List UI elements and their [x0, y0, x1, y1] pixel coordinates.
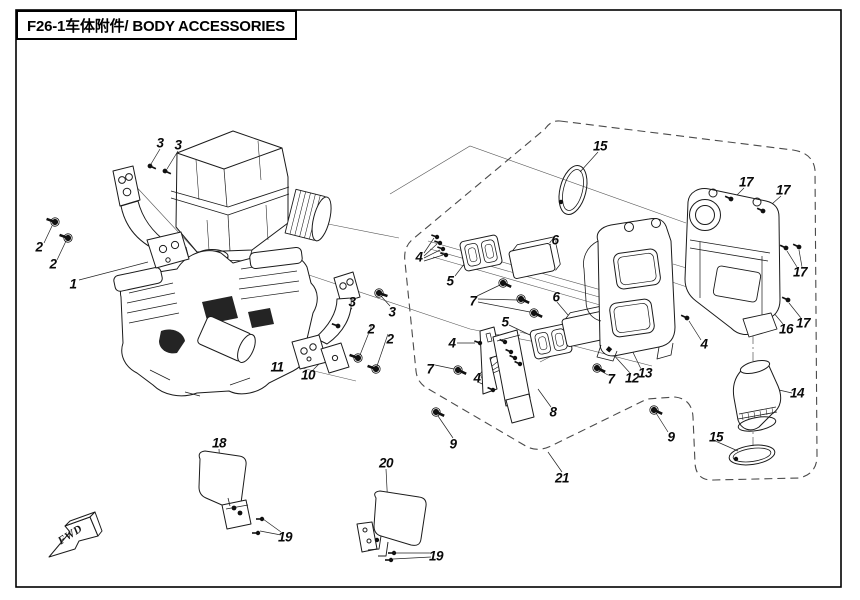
part-label-7: 7 [426, 361, 434, 377]
part-label-2: 2 [367, 321, 375, 337]
clamp-ring-15-bottom [728, 444, 776, 466]
fwd-arrow [48, 511, 103, 558]
part-label-20: 20 [378, 455, 394, 471]
part-label-8: 8 [549, 404, 557, 420]
bracket-10-11 [291, 271, 361, 374]
part-label-17: 17 [775, 182, 791, 198]
part-label-15: 15 [708, 429, 724, 445]
part-label-18: 18 [211, 435, 227, 451]
part-label-5: 5 [446, 273, 454, 289]
page-border [15, 9, 842, 588]
part-label-4: 4 [415, 249, 423, 265]
assembly-boundary-dashed [404, 120, 818, 481]
part-label-7: 7 [469, 293, 477, 309]
part-label-6: 6 [551, 232, 559, 248]
part-label-14: 14 [789, 385, 805, 401]
part-label-4: 4 [700, 336, 708, 352]
part-label-7: 7 [607, 371, 615, 387]
intake-snorkel [284, 188, 332, 242]
panel-20 [356, 490, 427, 557]
part-label-4: 4 [448, 335, 456, 351]
intake-elbow-14 [732, 360, 782, 432]
part-label-17: 17 [792, 264, 808, 280]
part-label-2: 2 [386, 331, 394, 347]
title-box: F26-1车体附件/ BODY ACCESSORIES [16, 10, 297, 40]
part-label-4: 4 [473, 370, 481, 386]
part-label-13: 13 [637, 365, 653, 381]
part-label-10: 10 [300, 367, 316, 383]
part-label-3: 3 [174, 137, 182, 153]
part-label-2: 2 [49, 256, 57, 272]
bracket-plate-8 [479, 326, 535, 424]
part-label-11: 11 [270, 359, 284, 375]
bracket-16 [684, 188, 781, 338]
engine-assembly [113, 130, 332, 397]
part-label-2: 2 [35, 239, 43, 255]
part-label-21: 21 [554, 470, 570, 486]
part-label-9: 9 [449, 436, 457, 452]
part-label-19: 19 [277, 529, 293, 545]
part-label-3: 3 [388, 304, 396, 320]
part-label-1: 1 [69, 276, 77, 292]
screws-small [147, 163, 802, 563]
part-label-19: 19 [428, 548, 444, 564]
part-label-9: 9 [667, 429, 675, 445]
duct-6-upper [508, 236, 561, 280]
part-label-17: 17 [738, 174, 754, 190]
flange-5-upper [459, 234, 503, 272]
panel-18 [198, 450, 252, 530]
part-label-3: 3 [348, 294, 356, 310]
diagram-title: F26-1车体附件/ BODY ACCESSORIES [27, 17, 285, 35]
bracket-1 [112, 165, 190, 269]
part-label-5: 5 [501, 314, 509, 330]
part-label-6: 6 [552, 289, 560, 305]
part-label-3: 3 [156, 135, 164, 151]
engine-block [113, 246, 318, 397]
part-label-12: 12 [624, 370, 640, 386]
part-label-16: 16 [778, 321, 794, 337]
housing-12-13 [583, 218, 676, 362]
part-label-15: 15 [592, 138, 608, 154]
flange-5-lower [529, 323, 573, 360]
clamp-ring-15-top [558, 165, 588, 215]
part-label-17: 17 [795, 315, 811, 331]
bolts-hex [46, 217, 663, 417]
